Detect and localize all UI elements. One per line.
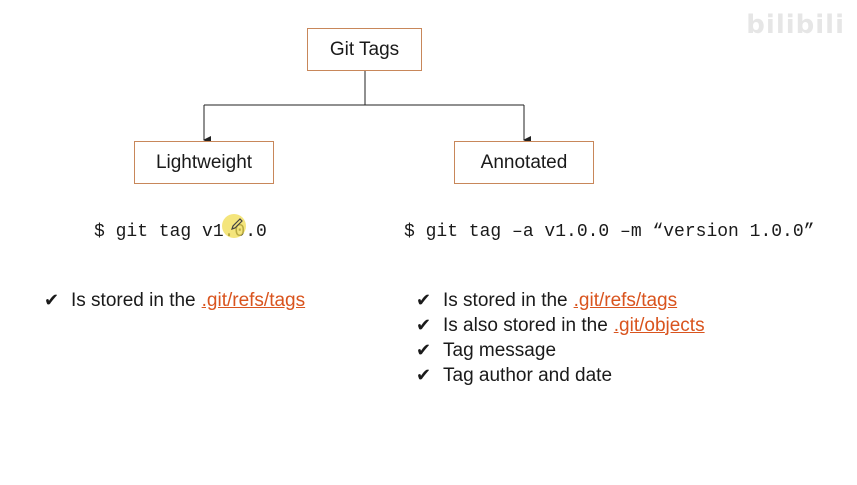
path-link[interactable]: .git/refs/tags <box>201 289 306 311</box>
annotated-command: $ git tag –a v1.0.0 –m “version 1.0.0” <box>404 222 815 242</box>
point-text: Is also stored in the <box>443 314 608 336</box>
node-git-tags-label: Git Tags <box>329 38 400 60</box>
node-annotated: Annotated <box>454 141 594 184</box>
annotated-point: ✔ Tag message <box>416 338 705 363</box>
node-lightweight: Lightweight <box>134 141 274 184</box>
path-link[interactable]: .git/refs/tags <box>573 289 678 311</box>
checkmark-icon: ✔ <box>416 290 432 310</box>
checkmark-icon: ✔ <box>416 340 432 360</box>
bilibili-watermark: bilibili <box>746 10 845 40</box>
point-text: Is stored in the <box>443 289 568 311</box>
cursor-highlight <box>222 214 246 238</box>
node-annotated-label: Annotated <box>480 151 568 173</box>
checkmark-icon: ✔ <box>44 290 60 310</box>
annotated-point: ✔ Is also stored in the.git/objects <box>416 313 705 338</box>
checkmark-icon: ✔ <box>416 315 432 335</box>
checkmark-icon: ✔ <box>416 365 432 385</box>
path-link[interactable]: .git/objects <box>613 314 705 336</box>
point-text: Tag author and date <box>443 364 613 386</box>
lightweight-point: ✔ Is stored in the.git/refs/tags <box>44 288 305 313</box>
node-git-tags: Git Tags <box>307 28 422 71</box>
lightweight-points: ✔ Is stored in the.git/refs/tags <box>44 288 305 313</box>
annotated-point: ✔ Is stored in the.git/refs/tags <box>416 288 705 313</box>
node-lightweight-label: Lightweight <box>155 151 253 173</box>
annotated-points: ✔ Is stored in the.git/refs/tags ✔ Is also … <box>416 288 705 388</box>
point-text: Is stored in the <box>71 289 196 311</box>
annotated-point: ✔ Tag author and date <box>416 363 705 388</box>
point-text: Tag message <box>443 339 557 361</box>
pencil-icon <box>231 218 243 230</box>
